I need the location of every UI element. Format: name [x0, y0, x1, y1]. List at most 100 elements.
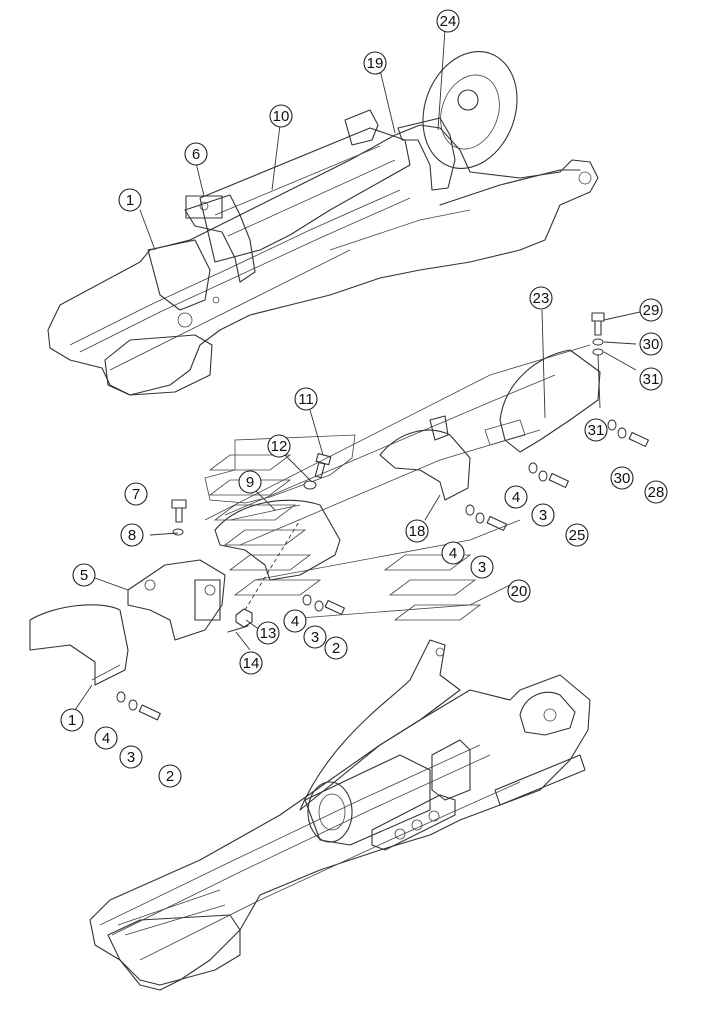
callout-circle: [531, 503, 555, 527]
callout-number: 31: [643, 371, 660, 388]
callout-number: 4: [291, 613, 299, 630]
callout-number: 12: [271, 438, 288, 455]
callout-3: 3: [303, 625, 327, 649]
callout-number: 7: [132, 486, 140, 503]
callout-31: 31: [639, 367, 663, 391]
callout-8: 8: [120, 523, 144, 547]
callout-number: 29: [643, 302, 660, 319]
callout-18: 18: [405, 519, 429, 543]
callout-circle: [441, 541, 465, 565]
callout-circle: [267, 434, 291, 458]
callout-number: 31: [588, 422, 605, 439]
callout-circle: [610, 466, 634, 490]
callout-circle: [283, 609, 307, 633]
callout-number: 14: [243, 655, 260, 672]
callout-31: 31: [584, 418, 608, 442]
callout-30: 30: [639, 332, 663, 356]
callout-number: 10: [273, 108, 290, 125]
callout-circle: [470, 555, 494, 579]
callout-circle: [363, 51, 387, 75]
callout-25: 25: [565, 523, 589, 547]
callout-number: 1: [126, 192, 134, 209]
callout-30: 30: [610, 466, 634, 490]
callout-circle: [184, 142, 208, 166]
callout-29: 29: [639, 298, 663, 322]
callout-circle: [72, 563, 96, 587]
callout-circle: [269, 104, 293, 128]
callout-number: 13: [260, 625, 277, 642]
callout-number: 30: [614, 470, 631, 487]
callout-circle: [565, 523, 589, 547]
callout-number: 1: [68, 712, 76, 729]
callout-circle: [303, 625, 327, 649]
callout-circle: [584, 418, 608, 442]
middle-exploded-covers: [29, 344, 601, 686]
callout-circle: [158, 764, 182, 788]
callout-number: 23: [533, 290, 550, 307]
callout-23: 23: [529, 286, 553, 310]
callout-4: 4: [504, 485, 528, 509]
callout-5: 5: [72, 563, 96, 587]
callout-6: 6: [184, 142, 208, 166]
callout-number: 6: [192, 146, 200, 163]
callout-number: 5: [80, 567, 88, 584]
callout-3: 3: [119, 745, 143, 769]
callout-19: 19: [363, 51, 387, 75]
callout-number: 3: [478, 559, 486, 576]
callout-number: 2: [166, 768, 174, 785]
callout-circle: [60, 708, 84, 732]
callout-circle: [639, 367, 663, 391]
callout-24: 24: [436, 9, 460, 33]
callout-28: 28: [644, 480, 668, 504]
callout-circle: [504, 485, 528, 509]
callout-4: 4: [94, 726, 118, 750]
callout-1: 1: [118, 188, 142, 212]
callout-number: 3: [539, 507, 547, 524]
callout-circle: [639, 298, 663, 322]
callout-number: 4: [102, 730, 110, 747]
fasteners: [74, 29, 649, 721]
callout-number: 25: [569, 527, 586, 544]
callout-labels: 2419106123293031111297851843253130284320…: [60, 9, 668, 788]
callout-circle: [120, 523, 144, 547]
callout-circle: [436, 9, 460, 33]
callout-9: 9: [238, 470, 262, 494]
callout-7: 7: [124, 482, 148, 506]
callout-13: 13: [256, 621, 280, 645]
callout-circle: [256, 621, 280, 645]
callout-number: 19: [367, 55, 384, 72]
callout-number: 11: [298, 391, 314, 408]
callout-number: 24: [440, 13, 457, 30]
callout-20: 20: [507, 579, 531, 603]
callout-circle: [507, 579, 531, 603]
callout-circle: [238, 470, 262, 494]
callout-number: 3: [311, 629, 319, 646]
callout-3: 3: [531, 503, 555, 527]
callout-12: 12: [267, 434, 291, 458]
callout-number: 18: [409, 523, 426, 540]
callout-11: 11: [294, 387, 318, 411]
callout-circle: [239, 651, 263, 675]
callout-10: 10: [269, 104, 293, 128]
callout-circle: [639, 332, 663, 356]
callout-circle: [324, 636, 348, 660]
callout-3: 3: [470, 555, 494, 579]
callout-number: 28: [648, 484, 665, 501]
callout-1: 1: [60, 708, 84, 732]
callout-14: 14: [239, 651, 263, 675]
callout-circle: [644, 480, 668, 504]
callout-circle: [119, 745, 143, 769]
callout-number: 20: [511, 583, 528, 600]
callout-4: 4: [441, 541, 465, 565]
callout-number: 30: [643, 336, 660, 353]
callout-circle: [529, 286, 553, 310]
bottom-frame: [89, 639, 591, 991]
callout-circle: [124, 482, 148, 506]
callout-2: 2: [158, 764, 182, 788]
callout-number: 2: [332, 640, 340, 657]
top-frame-assembly: [47, 51, 599, 396]
callout-circle: [294, 387, 318, 411]
callout-4: 4: [283, 609, 307, 633]
